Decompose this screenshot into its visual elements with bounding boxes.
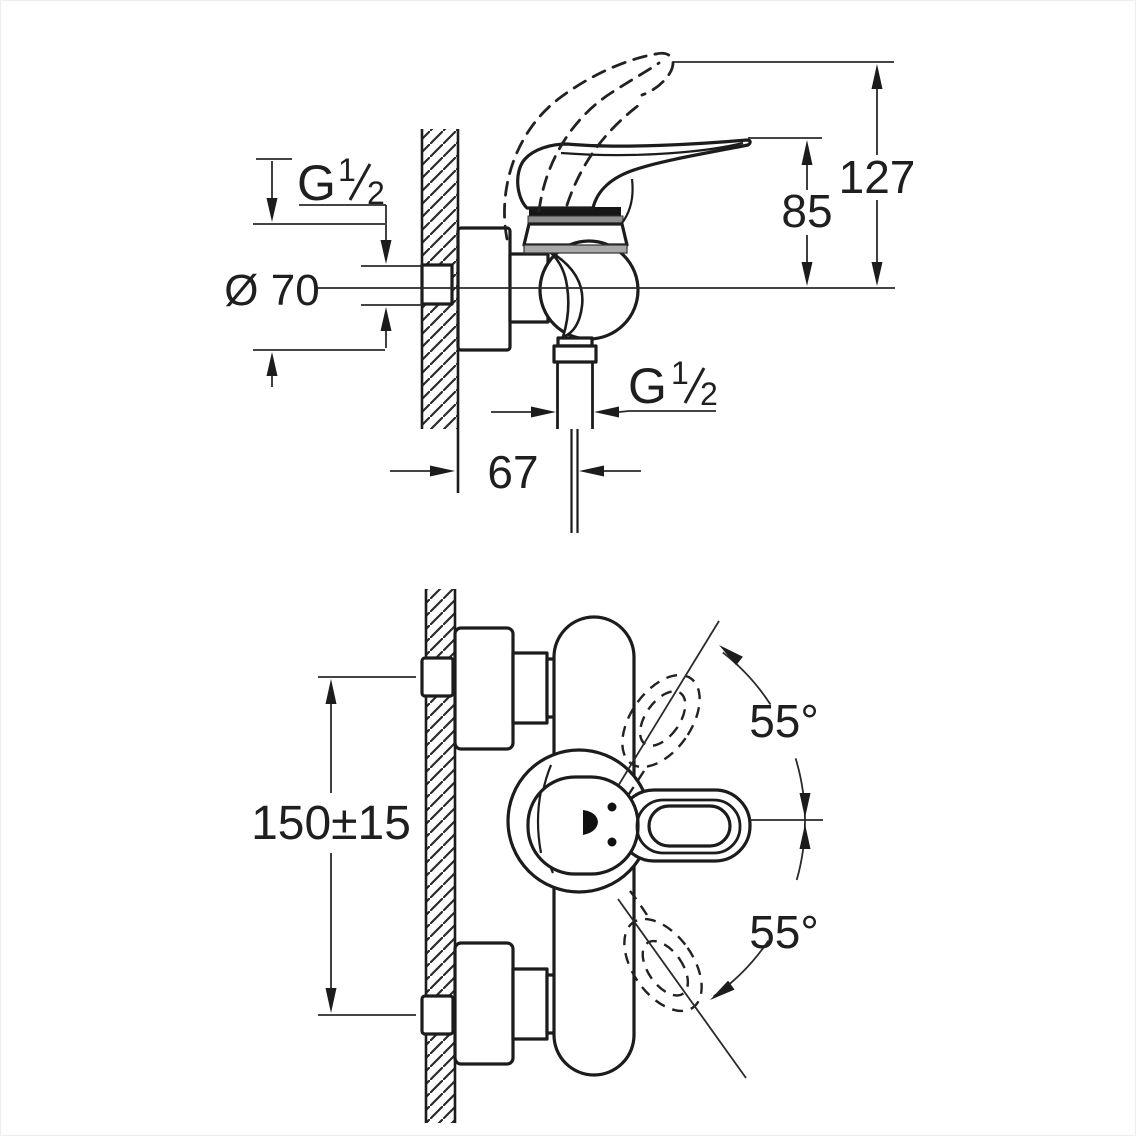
supply-nut-top-front xyxy=(420,656,455,698)
chrome-ring xyxy=(523,244,628,254)
dim-85-label: 85 xyxy=(781,185,832,237)
dim-g12-bottom: G 1 2 xyxy=(491,355,718,418)
dim-g12-bottom-label: G xyxy=(628,358,667,414)
dim-g12-top-label: G xyxy=(297,155,336,211)
dim-55-top-label: 55° xyxy=(749,695,819,747)
wall-hatch-side xyxy=(420,129,460,493)
dim-127: 127 xyxy=(673,61,916,286)
lever-loop-ring xyxy=(635,798,742,855)
lever-side-raised-dashed xyxy=(503,51,675,241)
dim-67: 67 xyxy=(390,446,641,498)
dim-55-bottom-label: 55° xyxy=(749,906,819,958)
dim-g12-bottom-num: 1 xyxy=(671,355,689,391)
dim-127-label: 127 xyxy=(839,151,916,203)
supply-nut-side xyxy=(420,263,454,306)
cartridge-edge xyxy=(621,178,634,224)
fraction-slash xyxy=(348,163,372,201)
cartridge-section xyxy=(522,207,629,247)
indicator-dot-top xyxy=(607,802,617,812)
dim-g12-bottom-den: 2 xyxy=(700,376,718,412)
dim-67-label: 67 xyxy=(487,446,538,498)
dim-g12-top: G 1 2 xyxy=(297,152,422,348)
swivel-arc xyxy=(710,645,823,1000)
escutcheon-side xyxy=(456,226,512,352)
dim-150-label: 150±15 xyxy=(251,797,411,850)
lever-side-solid xyxy=(516,138,752,210)
outlet-nut xyxy=(552,344,598,364)
fraction-slash xyxy=(683,367,706,404)
indicator-dot-bottom xyxy=(607,837,617,847)
dim-g12-top-den: 2 xyxy=(367,175,385,211)
dim-g12-top-num: 1 xyxy=(338,152,356,188)
front-view: 55° 55° 150±15 xyxy=(251,589,823,1123)
outlet-section xyxy=(552,336,598,533)
dim-150: 150±15 xyxy=(251,676,416,1016)
swivel-line-down xyxy=(617,898,747,1079)
supply-nut-bottom-front xyxy=(420,994,455,1036)
dim-85: 85 xyxy=(748,137,833,286)
escutcheon-top-front xyxy=(453,626,515,751)
temp-indicator xyxy=(583,810,598,835)
union-top-front xyxy=(511,651,549,725)
lever-front xyxy=(526,775,752,876)
escutcheon-bottom-front xyxy=(453,941,515,1066)
swivel-line-up xyxy=(614,620,720,792)
union-bottom-front xyxy=(511,967,549,1041)
dim-dia70-label: Ø 70 xyxy=(224,266,319,315)
lever-top-edge-line xyxy=(560,141,744,157)
handle-rotated-down-dashed xyxy=(623,890,703,1013)
lever-loop-opening xyxy=(647,804,732,848)
side-view: G 1 2 Ø 70 127 xyxy=(224,51,916,533)
dim-dia70: Ø 70 xyxy=(224,158,385,387)
